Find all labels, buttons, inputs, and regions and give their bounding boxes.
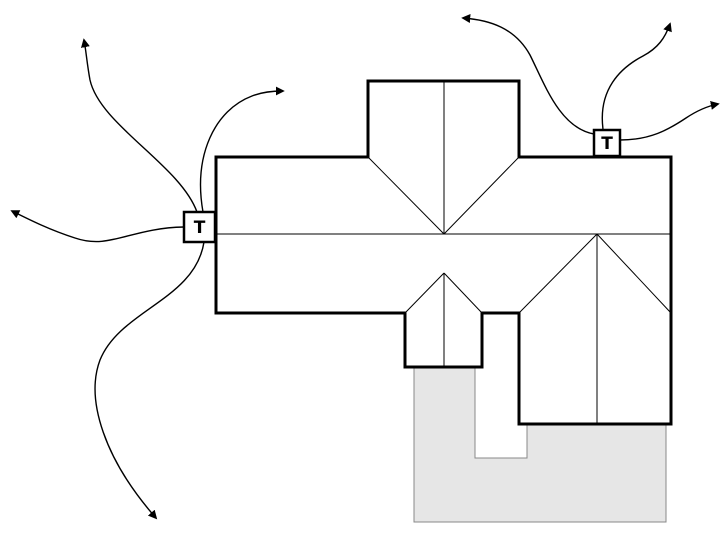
right-marker-arrows [461,14,720,141]
arrow-up-left [80,38,198,213]
marker-right: T [592,128,622,158]
marker-right-label: T [601,134,613,154]
marker-left-box [182,210,217,244]
arrow-top-left [461,14,595,135]
hip-line-top-right [443,156,520,235]
arrow-top-right [601,22,672,130]
hip-line-top-left [367,156,445,235]
marker-left-label: T [194,218,206,238]
arrow-right [619,101,720,141]
roof-outline-main [214,79,673,426]
left-marker-arrows [10,38,285,520]
arrow-left [10,210,185,243]
hip-line-right-wing-right [596,233,672,314]
hip-line-right-wing-left [518,233,598,314]
arrow-down-left [94,241,205,520]
hip-line-small-wing-left [404,272,445,314]
roof-ridges [216,81,672,424]
marker-right-box [592,128,622,158]
hip-line-small-wing-right [443,272,483,314]
marker-left: T [182,210,217,244]
arrow-up-right [199,86,285,213]
